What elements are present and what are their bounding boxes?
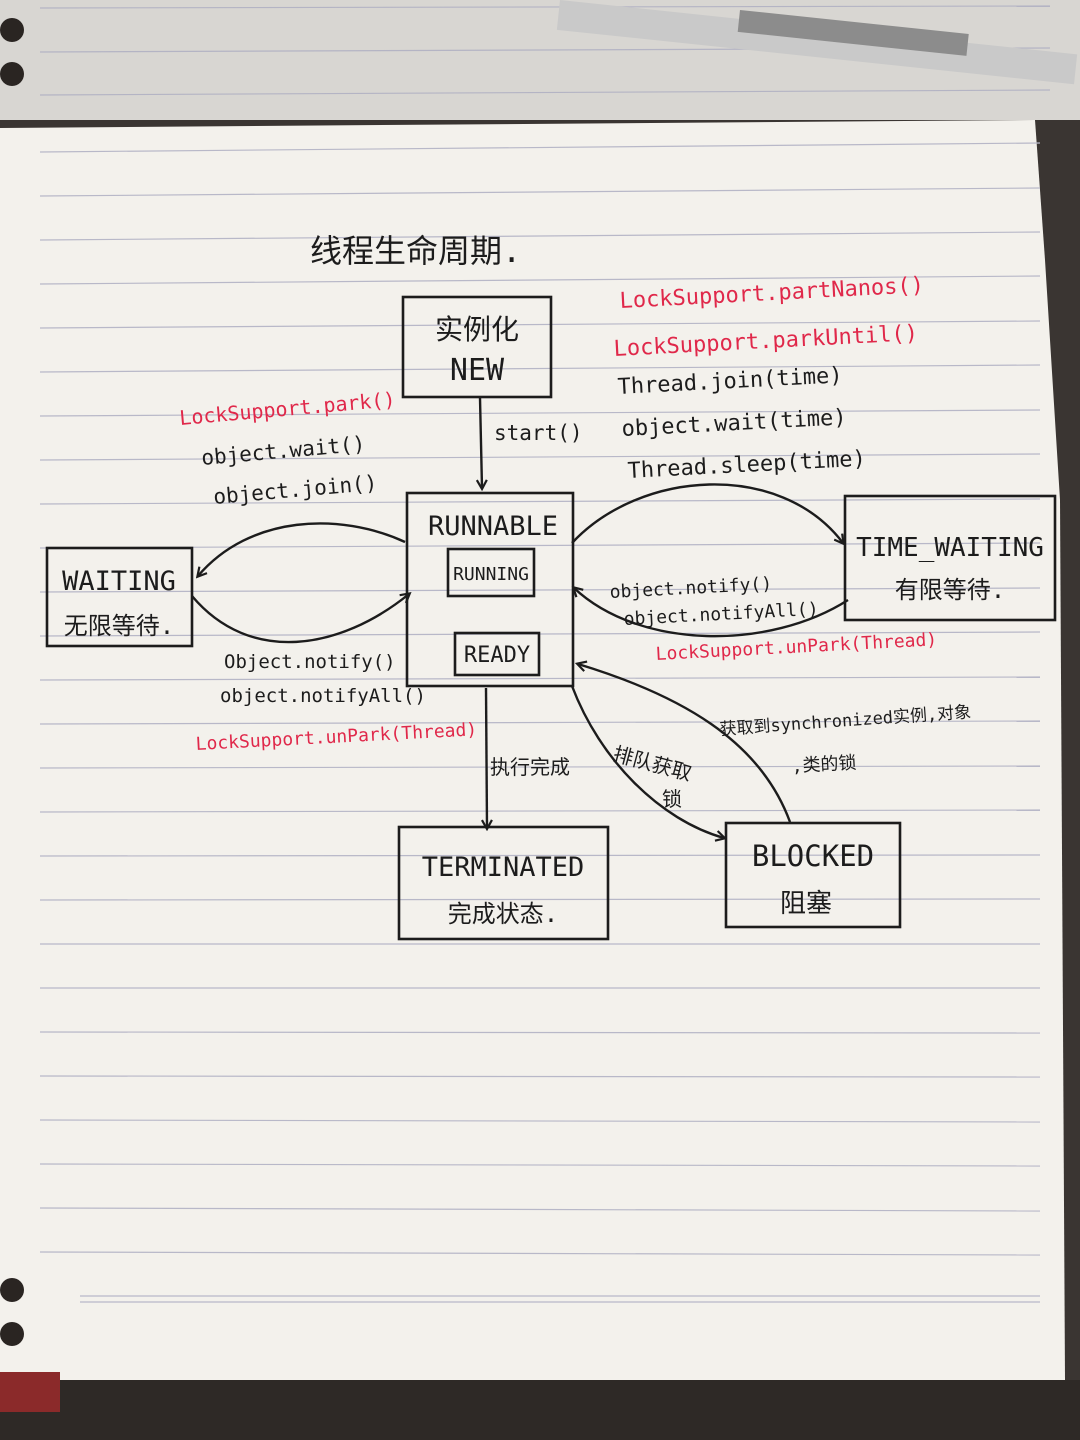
arrow-new-to-runnable [480,397,482,488]
arrow-runnable-to-blocked [570,685,724,838]
pen-icon [556,0,1078,85]
label-execution-complete: 执行完成 [490,755,570,779]
time-waiting-box [843,494,1057,622]
state-time-waiting: TIME_WAITING 有限等待. [843,494,1057,622]
terminated-label-cn: 完成状态. [448,900,558,928]
page-rules [39,142,1041,1303]
notebook-page [0,120,1065,1380]
running-label: RUNNING [453,564,529,585]
new-label-cn: 实例化 [435,313,519,346]
waiting-label: WAITING [62,566,176,597]
ready-box [453,631,541,677]
arrow-blocked-to-runnable [578,664,792,823]
blocked-label-cn: 阻塞 [780,889,832,919]
new-label: NEW [450,353,505,388]
arrow-runnable-to-time-waiting [571,483,843,543]
arrow-time-waiting-to-runnable [574,588,849,638]
blocked-label: BLOCKED [752,839,874,873]
label-object-notify: Object.notify() [224,651,396,673]
blocked-box [724,821,902,929]
ready-label: READY [464,643,530,668]
label-lock: 锁 [662,787,682,811]
time-waiting-label-cn: 有限等待. [895,576,1005,604]
state-waiting: WAITING 无限等待. [45,546,194,648]
arrow-runnable-to-waiting [198,522,406,576]
waiting-label-cn: 无限等待. [64,612,174,640]
running-box [446,547,536,598]
state-terminated: TERMINATED 完成状态. [397,825,610,941]
terminated-box [397,825,610,941]
ring-holes [0,18,24,1346]
state-blocked: BLOCKED 阻塞 [724,821,902,929]
arrow-runnable-to-terminated [486,687,487,828]
label-object-notifyall: object.notifyAll() [220,685,426,707]
page-title: 线程生命周期. [310,232,521,270]
arrow-waiting-to-runnable [191,594,409,644]
label-class-lock: ,类的锁 [791,753,857,777]
cover-edge [0,1372,60,1412]
terminated-label: TERMINATED [422,852,585,883]
time-waiting-label: TIME_WAITING [856,533,1044,563]
runnable-label: RUNNABLE [428,511,558,542]
state-new: 实例化 NEW [401,295,553,399]
new-box [401,295,553,399]
label-start: start() [494,421,583,445]
desk-bottom [0,1380,1080,1440]
